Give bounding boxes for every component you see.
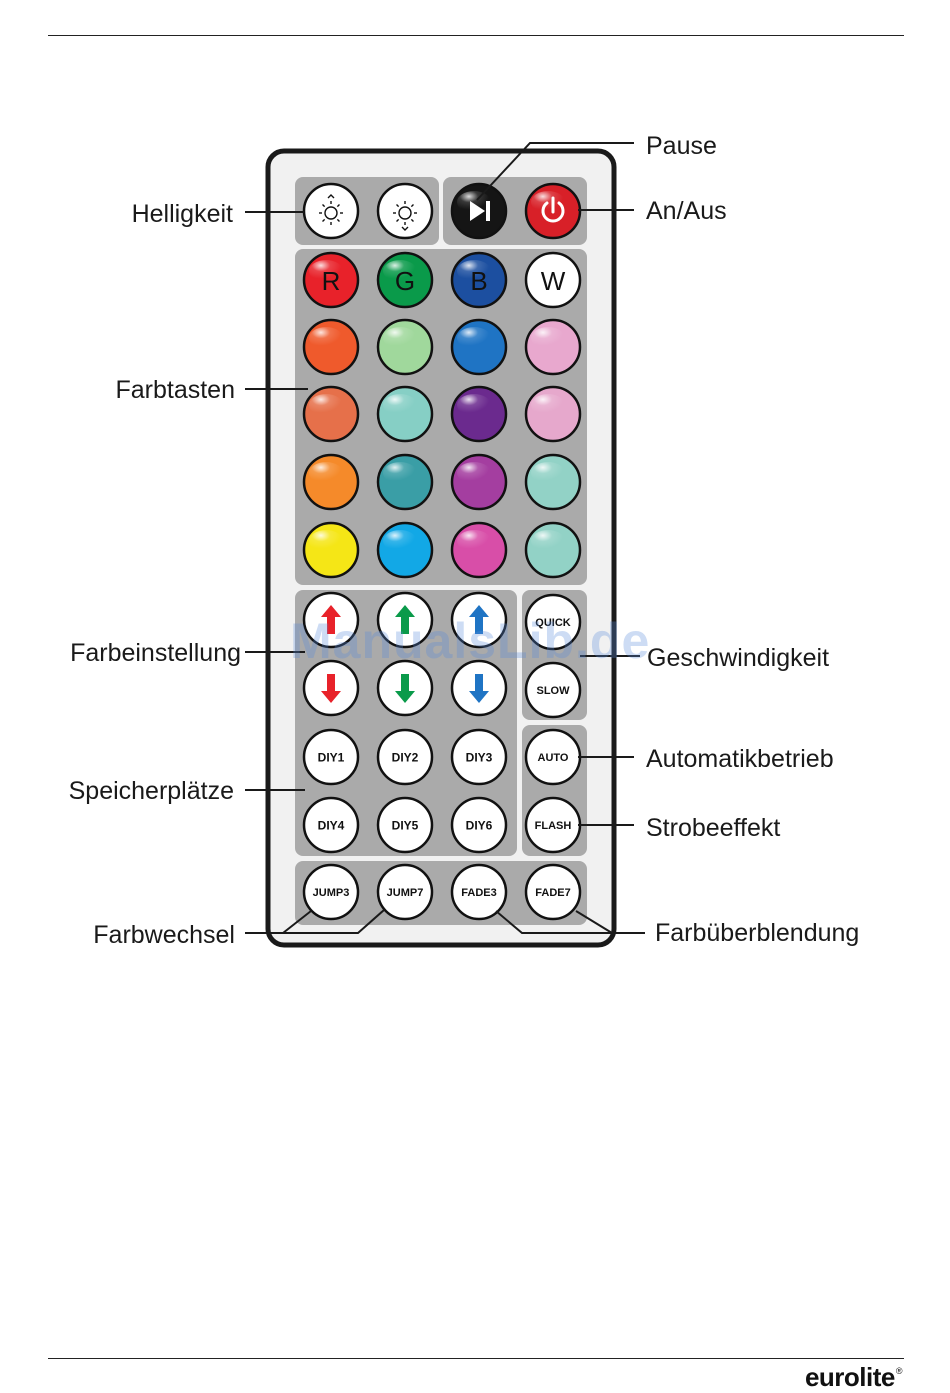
label-farbwechsel: Farbwechsel: [93, 921, 235, 949]
color-button-2-3[interactable]: [452, 387, 506, 441]
color-button-4-4[interactable]: [526, 523, 580, 577]
slow-label: SLOW: [537, 685, 571, 697]
color-button-b[interactable]: B: [452, 253, 506, 307]
diy3-button[interactable]: DIY3: [452, 730, 506, 784]
brand-logo: eurolite®: [805, 1362, 902, 1393]
color-button-1-4[interactable]: [526, 320, 580, 374]
label-strobeeffekt: Strobeeffekt: [646, 814, 780, 842]
label-farbtasten: Farbtasten: [115, 376, 235, 404]
power-button[interactable]: [526, 184, 580, 238]
color-button-1-2[interactable]: [378, 320, 432, 374]
brightness-down-button[interactable]: [378, 184, 432, 238]
color-button-2-2[interactable]: [378, 387, 432, 441]
color-label-g: G: [395, 266, 415, 296]
brightness-up-button[interactable]: [304, 184, 358, 238]
color-label-w: W: [541, 266, 566, 296]
color-button-1-3[interactable]: [452, 320, 506, 374]
color-label-r: R: [322, 266, 341, 296]
play-pause-button[interactable]: [452, 184, 506, 238]
green-up-button[interactable]: [378, 593, 432, 647]
label-farbeinstellung: Farbeinstellung: [70, 639, 241, 667]
label-speicherplaetze: Speicherplätze: [69, 777, 234, 805]
label-pause: Pause: [646, 132, 717, 160]
quick-label: QUICK: [535, 617, 571, 629]
fade3-button[interactable]: FADE3: [452, 865, 506, 919]
color-button-2-1[interactable]: [304, 387, 358, 441]
color-button-4-1[interactable]: [304, 523, 358, 577]
fade3-label: FADE3: [461, 887, 496, 899]
flash-label: FLASH: [535, 820, 572, 832]
quick-button[interactable]: QUICK: [526, 595, 580, 649]
color-label-b: B: [470, 266, 487, 296]
flash-button[interactable]: FLASH: [526, 798, 580, 852]
fade7-button[interactable]: FADE7: [526, 865, 580, 919]
diy4-button[interactable]: DIY4: [304, 798, 358, 852]
label-automatikbetrieb: Automatikbetrieb: [646, 745, 834, 773]
label-geschwindigkeit: Geschwindigkeit: [647, 644, 829, 672]
bottom-rule: [48, 1358, 904, 1359]
diy5-button[interactable]: DIY5: [378, 798, 432, 852]
brand-mark: ®: [896, 1366, 902, 1376]
auto-button[interactable]: AUTO: [526, 730, 580, 784]
label-farbueberblendung: Farbüberblendung: [655, 919, 859, 947]
color-button-3-4[interactable]: [526, 455, 580, 509]
diy3-label: DIY3: [466, 750, 493, 764]
jump3-button[interactable]: JUMP3: [304, 865, 358, 919]
color-button-2-4[interactable]: [526, 387, 580, 441]
blue-down-button[interactable]: [452, 661, 506, 715]
auto-label: AUTO: [538, 752, 569, 764]
diy6-label: DIY6: [466, 818, 493, 832]
jump7-button[interactable]: JUMP7: [378, 865, 432, 919]
red-down-button[interactable]: [304, 661, 358, 715]
jump7-label: JUMP7: [387, 887, 424, 899]
color-button-3-2[interactable]: [378, 455, 432, 509]
blue-up-button[interactable]: [452, 593, 506, 647]
color-button-g[interactable]: G: [378, 253, 432, 307]
label-helligkeit: Helligkeit: [132, 200, 233, 228]
color-button-r[interactable]: R: [304, 253, 358, 307]
diy1-label: DIY1: [318, 750, 345, 764]
jump3-label: JUMP3: [313, 887, 350, 899]
color-button-3-1[interactable]: [304, 455, 358, 509]
color-button-1-1[interactable]: [304, 320, 358, 374]
color-button-4-3[interactable]: [452, 523, 506, 577]
color-button-4-2[interactable]: [378, 523, 432, 577]
brand-name: eurolite: [805, 1362, 895, 1392]
slow-button[interactable]: SLOW: [526, 663, 580, 717]
diy6-button[interactable]: DIY6: [452, 798, 506, 852]
fade7-label: FADE7: [535, 887, 570, 899]
diy2-button[interactable]: DIY2: [378, 730, 432, 784]
green-down-button[interactable]: [378, 661, 432, 715]
label-an-aus: An/Aus: [646, 197, 727, 225]
diy5-label: DIY5: [392, 818, 419, 832]
red-up-button[interactable]: [304, 593, 358, 647]
diy1-button[interactable]: DIY1: [304, 730, 358, 784]
diy2-label: DIY2: [392, 750, 419, 764]
color-button-3-3[interactable]: [452, 455, 506, 509]
color-button-w[interactable]: W: [526, 253, 580, 307]
diy4-label: DIY4: [318, 818, 345, 832]
